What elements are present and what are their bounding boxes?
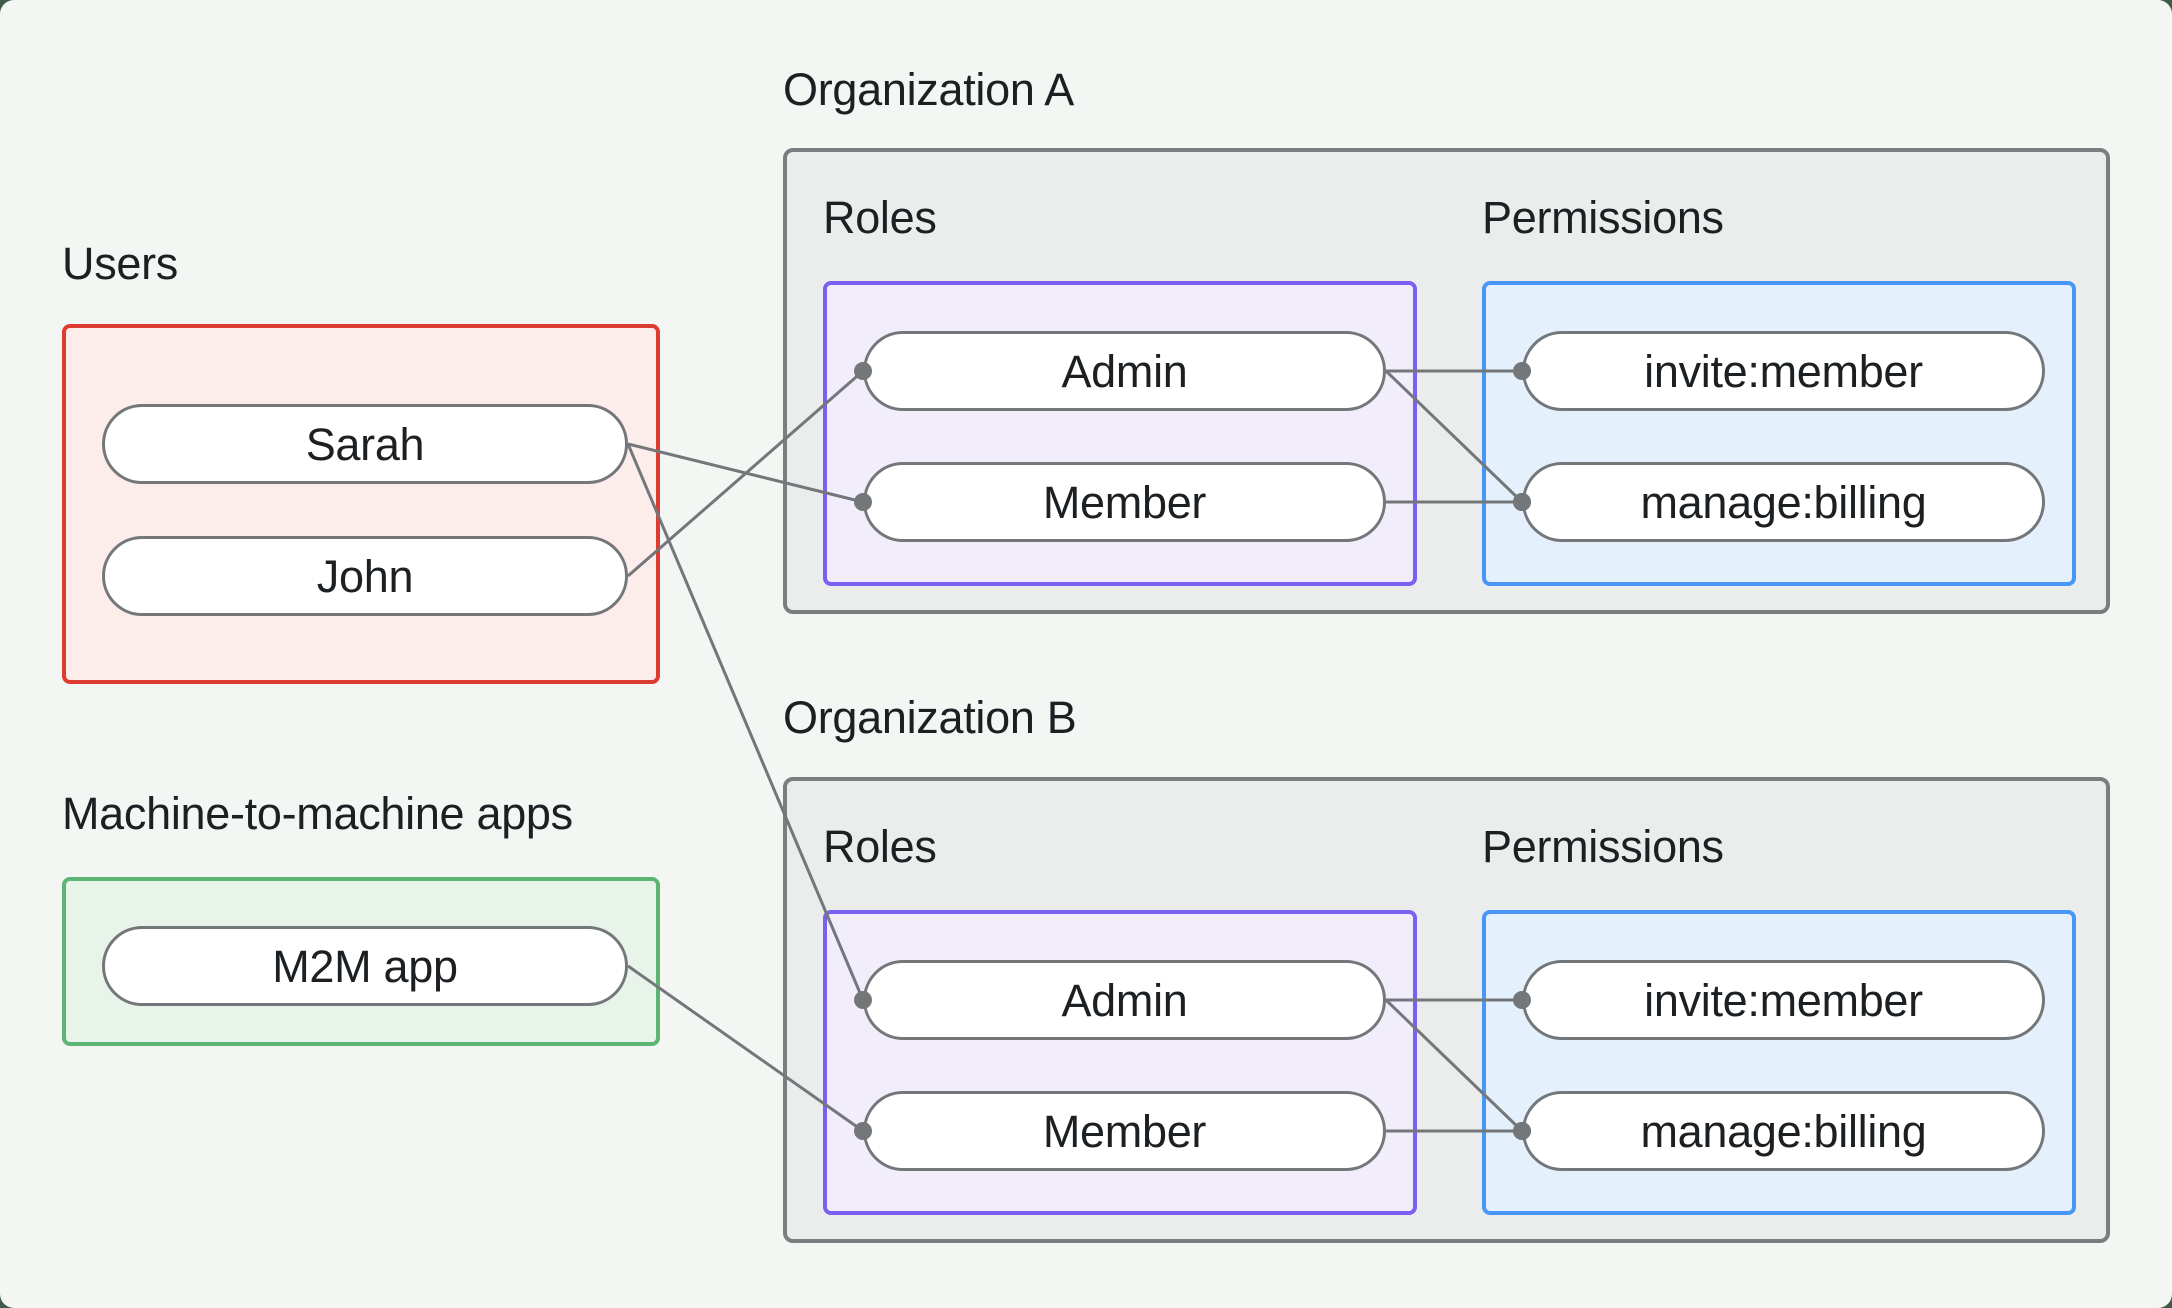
org-b-roles-label: Roles	[823, 821, 937, 872]
org-a-roles-box: Admin Member	[823, 281, 1417, 586]
org-a-role-pill-member: Member	[863, 462, 1386, 542]
org-b-roles-box: Admin Member	[823, 910, 1417, 1215]
users-label: Users	[62, 238, 179, 289]
org-a-permission-pill-invite-member: invite:member	[1522, 331, 2045, 411]
org-b-box: Roles Permissions Admin Member invite:me…	[783, 777, 2110, 1243]
m2m-app-pill-label: M2M app	[272, 940, 458, 992]
user-pill-john-label: John	[316, 550, 414, 602]
org-a-box: Roles Permissions Admin Member invite:me…	[783, 148, 2110, 614]
org-a-permission-invite-label: invite:member	[1644, 345, 1923, 397]
org-b-permission-pill-manage-billing: manage:billing	[1522, 1091, 2045, 1171]
m2m-app-pill: M2M app	[102, 926, 628, 1006]
org-b-role-member-label: Member	[1042, 1105, 1207, 1157]
org-a-role-pill-admin: Admin	[863, 331, 1386, 411]
users-group-box: Sarah John	[62, 324, 660, 684]
org-a-roles-label: Roles	[823, 192, 937, 243]
org-b-permission-invite-label: invite:member	[1644, 974, 1923, 1026]
org-b-permission-billing-label: manage:billing	[1640, 1105, 1927, 1157]
org-a-role-member-label: Member	[1042, 476, 1207, 528]
user-pill-john: John	[102, 536, 628, 616]
org-b-role-pill-admin: Admin	[863, 960, 1386, 1040]
user-pill-sarah-label: Sarah	[305, 418, 425, 470]
org-b-role-admin-label: Admin	[1061, 974, 1188, 1026]
org-a-permission-billing-label: manage:billing	[1640, 476, 1927, 528]
org-a-permissions-label: Permissions	[1482, 192, 1724, 243]
org-b-label: Organization B	[783, 692, 1077, 743]
org-a-label: Organization A	[783, 64, 1074, 115]
org-b-permissions-box: invite:member manage:billing	[1482, 910, 2076, 1215]
org-a-role-admin-label: Admin	[1061, 345, 1188, 397]
m2m-label: Machine-to-machine apps	[62, 788, 573, 839]
org-a-permissions-box: invite:member manage:billing	[1482, 281, 2076, 586]
org-a-permission-pill-manage-billing: manage:billing	[1522, 462, 2045, 542]
org-b-permission-pill-invite-member: invite:member	[1522, 960, 2045, 1040]
m2m-group-box: M2M app	[62, 877, 660, 1046]
org-b-permissions-label: Permissions	[1482, 821, 1724, 872]
user-pill-sarah: Sarah	[102, 404, 628, 484]
org-b-role-pill-member: Member	[863, 1091, 1386, 1171]
